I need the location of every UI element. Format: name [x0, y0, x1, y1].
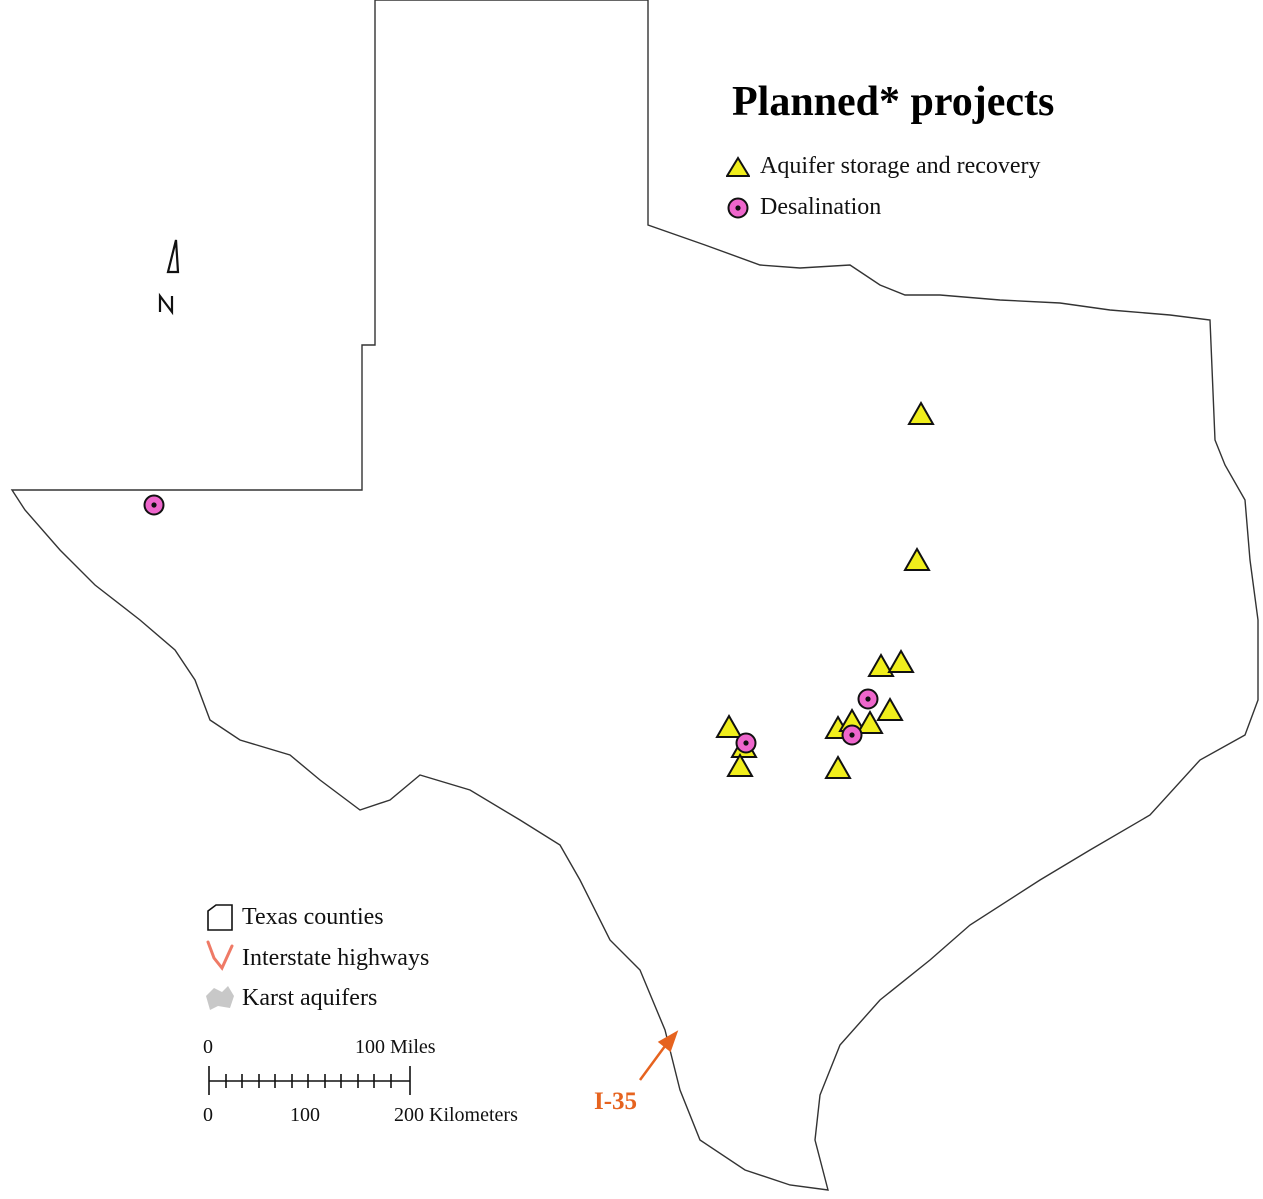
- legend-counties: Texas counties: [242, 904, 384, 931]
- desal-marker: [841, 724, 863, 746]
- asr-marker: [876, 696, 904, 721]
- scale-miles-end: 100 Miles: [355, 1036, 436, 1058]
- scale-bar-graphic: [208, 1066, 411, 1095]
- north-arrow-icon: [158, 239, 180, 316]
- legend-highways: Interstate highways: [242, 945, 429, 972]
- legend-desal: Desalination: [726, 194, 881, 221]
- desal-marker: [857, 688, 879, 710]
- i35-callout-label: I-35: [594, 1088, 638, 1115]
- scale-miles-start: 0: [203, 1036, 213, 1058]
- scale-km-mid: 100: [290, 1104, 320, 1126]
- legend-karst: Karst aquifers: [242, 985, 377, 1012]
- legend-karst-icon: [206, 986, 234, 1010]
- legend-asr: Aquifer storage and recovery: [726, 153, 1041, 180]
- legend-karst-label: Karst aquifers: [242, 985, 378, 1011]
- asr-marker: [887, 648, 915, 673]
- legend-county-icon: [207, 904, 233, 931]
- asr-marker: [867, 652, 895, 677]
- legend-highways-label: Interstate highways: [242, 945, 430, 971]
- asr-marker: [824, 754, 852, 779]
- legend-highway-icon: [206, 940, 234, 971]
- asr-marker: [715, 713, 743, 738]
- legend-asr-label: Aquifer storage and recovery: [760, 153, 1041, 179]
- desal-marker: [143, 494, 165, 516]
- i35-arrow: [638, 1030, 679, 1081]
- scale-km-start: 0: [203, 1104, 213, 1126]
- dot-circle-icon: [727, 197, 749, 218]
- legend-desal-label: Desalination: [760, 194, 882, 220]
- desalination-markers: [143, 494, 879, 754]
- asr-marker: [856, 709, 884, 734]
- legend-counties-label: Texas counties: [242, 904, 384, 930]
- asr-marker: [726, 752, 754, 777]
- asr-marker: [903, 546, 931, 571]
- aquifer-storage-and-recovery-markers: [715, 400, 935, 779]
- asr-marker: [907, 400, 935, 425]
- triangle-icon: [726, 155, 750, 177]
- scale-km-end: 200 Kilometers: [394, 1104, 518, 1126]
- map-title: Planned* projects: [732, 79, 1055, 125]
- desal-marker: [735, 732, 757, 754]
